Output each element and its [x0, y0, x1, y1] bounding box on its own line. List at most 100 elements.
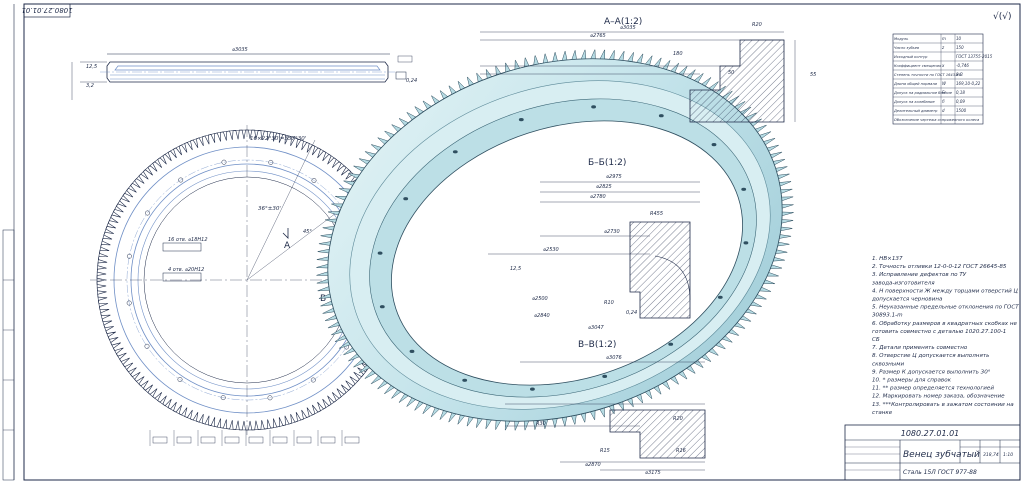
iso-mount-hole [711, 143, 717, 147]
dim-box [320, 436, 336, 444]
section-aa: А–А(1:2) ⌀3035 ⌀2765 R20 180 55 50 [480, 17, 816, 123]
dim-aa-180: 180 [673, 51, 683, 57]
gear-table-cell: 1500 [956, 108, 967, 113]
note-line: 13. ***Контролировать в зажатом состояни… [872, 402, 1014, 408]
gear-table-cell: z [941, 45, 945, 50]
gear-table-cell: x [941, 63, 945, 68]
dim-box [344, 436, 360, 444]
note-line: 30893.1-m [872, 313, 903, 319]
section-vv: В–В(1:2) ⌀3076 R30 R20 R15 R16 ⌀2870 ⌀31… [505, 340, 706, 476]
dim-bb-3047: ⌀3047 [588, 325, 605, 331]
front-mount-hole [267, 395, 273, 401]
title-block: 1080.27.01.01 Венец зубчатый Сталь 15Л Г… [844, 424, 1021, 481]
note-line: 7. Детали применять совместно [872, 345, 968, 351]
dim-vv-3175: ⌀3175 [645, 470, 661, 476]
dim-bb-2825: ⌀2825 [596, 184, 612, 190]
front-mount-hole [145, 210, 150, 216]
iso-mount-hole [717, 295, 723, 299]
dim-vv-r16: R16 [676, 448, 686, 454]
gear-table-cell: -0,746 [956, 63, 969, 68]
callout-16-holes: 16 отв. ⌀18Н12 [168, 237, 208, 243]
title-block-number: 1080.27.01.01 [901, 429, 960, 438]
dim-vv-3076: ⌀3076 [606, 355, 622, 361]
gear-table-cell: Исходный контур [894, 55, 928, 59]
gear-table-cell: Допуск на радиальное биение [893, 91, 953, 95]
iso-mount-hole [658, 114, 664, 118]
cut-mark-a: А [284, 241, 291, 251]
gear-table-cell: ГОСТ 13755-2015 [956, 54, 993, 59]
rotated-drawing-number: 1080.27.01.01 [21, 6, 72, 14]
dim-bb-r10: R10 [604, 300, 614, 306]
dim-bb-2975: ⌀2975 [606, 174, 622, 180]
sheet-frame [23, 3, 1021, 481]
gear-table-cell: Число зубьев [894, 46, 919, 50]
left-stamp-column [2, 229, 15, 481]
title-block-material: Сталь 15Л ГОСТ 977-88 [903, 469, 977, 476]
note-line: 8. Отверстие Ц допускается выполнять [872, 353, 989, 359]
rotated-number-box: 1080.27.01.01 [21, 3, 73, 18]
dim-bb-2530: ⌀2530 [543, 247, 559, 253]
dim-aa-55: 55 [810, 72, 816, 78]
iso-mount-hole [409, 349, 415, 353]
roughness-mark: √(√) [993, 11, 1012, 22]
dim-bb-2780: ⌀2780 [590, 194, 606, 200]
iso-mount-hole [452, 150, 458, 154]
title-block-scale: 1:10 [1003, 452, 1013, 458]
gear-table-cell: 150 [956, 45, 964, 50]
note-line: сквозными [872, 361, 904, 367]
front-mount-hole [144, 343, 150, 349]
dim-box [296, 436, 312, 444]
iso-mount-hole [743, 241, 749, 245]
iso-mount-hole [518, 118, 524, 122]
callout-45deg: 45° [303, 229, 312, 235]
note-line: 2. Точность отливки 12-0-0-12 ГОСТ 26645… [872, 264, 1007, 270]
gear-table-cell: Модуль [894, 37, 908, 41]
dim-aa-3035: ⌀3035 [620, 25, 636, 31]
front-mount-hole [268, 159, 274, 165]
gear-table-cell: Обозначение чертежа сопряженного колеса [894, 118, 979, 122]
gear-table-cell: 169,10-0,22 [956, 81, 981, 86]
gear-table-cell: 10 [956, 36, 962, 41]
dim-box [248, 436, 264, 444]
dim-side-tol: 0,24 [406, 78, 417, 84]
front-mount-hole [178, 177, 184, 183]
dim-aa-50: 50 [728, 70, 734, 76]
gear-table-cell: 8-B [956, 72, 963, 77]
dim-bb-2500: ⌀2500 [532, 296, 548, 302]
dim-side-12: 12,5 [86, 64, 97, 70]
technical-notes: 1. НВ×137 2. Точность отливки 12-0-0-12 Г… [871, 256, 1019, 416]
dim-bb-2840: ⌀2840 [534, 313, 550, 319]
dim-box [152, 436, 168, 444]
gear-table-cell: W [942, 81, 947, 86]
dim-box [224, 436, 240, 444]
gear-table-cell: fi [942, 99, 945, 104]
side-view-ring: ⌀3035 12,5 3,2 0,24 [71, 47, 417, 100]
note-line: СБ [872, 337, 880, 343]
gear-table-cell: Коэффициент смещения [894, 64, 942, 68]
title-block-name: Венец зубчатый [903, 450, 980, 460]
callout-4-holes: 4 отв. ⌀20Н12 [168, 267, 204, 273]
note-line: 11. ** размер определяется технологией [872, 386, 994, 392]
dim-bb-2730: ⌀2730 [604, 229, 620, 235]
gear-table-cell: Допуск на колебание [893, 100, 935, 104]
dim-aa-r20: R20 [752, 22, 762, 28]
front-view-bottom-dims [149, 430, 360, 446]
iso-mount-hole [741, 187, 747, 191]
note-line: 4. Н поверхности Ж между торцами отверст… [872, 288, 1019, 294]
note-line: 1. НВ×137 [872, 256, 903, 262]
front-mount-hole [310, 377, 316, 383]
note-line: станке [872, 410, 893, 416]
front-mount-hole [220, 395, 226, 401]
dim-aa-2765: ⌀2765 [590, 33, 606, 39]
note-line: 12. Маркировать номер заказа, обозначени… [872, 394, 1005, 400]
note-line: готовить совместно с деталью 1020.27.100… [872, 329, 1006, 335]
callout-36deg: 36°±30' [258, 206, 281, 212]
section-aa-title: А–А(1:2) [604, 17, 642, 27]
dim-vv-r20: R20 [673, 416, 683, 422]
section-bb: Б–Б(1:2) ⌀2975 ⌀2825 ⌀2780 R455 ⌀2730 ⌀2… [488, 158, 700, 331]
iso-mount-hole [462, 378, 468, 382]
note-line: 6. Обработку размеров в квадратных скобк… [872, 321, 1018, 327]
